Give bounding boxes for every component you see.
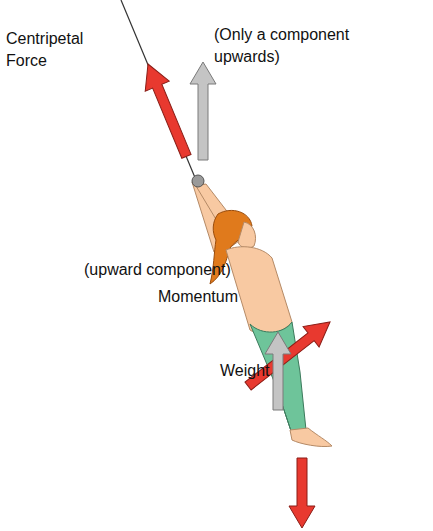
note-label: (upward component) bbox=[84, 259, 274, 281]
centripetal-arrow bbox=[136, 59, 198, 161]
note-label: (Only a component upwards) bbox=[214, 24, 374, 68]
rope-grip bbox=[192, 175, 204, 187]
force-label: Momentum bbox=[158, 286, 268, 308]
force-label: Weight bbox=[220, 360, 300, 382]
upward-component-arrow bbox=[190, 62, 216, 160]
foot bbox=[290, 428, 332, 447]
weight-arrow bbox=[289, 458, 315, 528]
face bbox=[238, 222, 256, 248]
force-label: Centripetal Force bbox=[6, 28, 106, 72]
